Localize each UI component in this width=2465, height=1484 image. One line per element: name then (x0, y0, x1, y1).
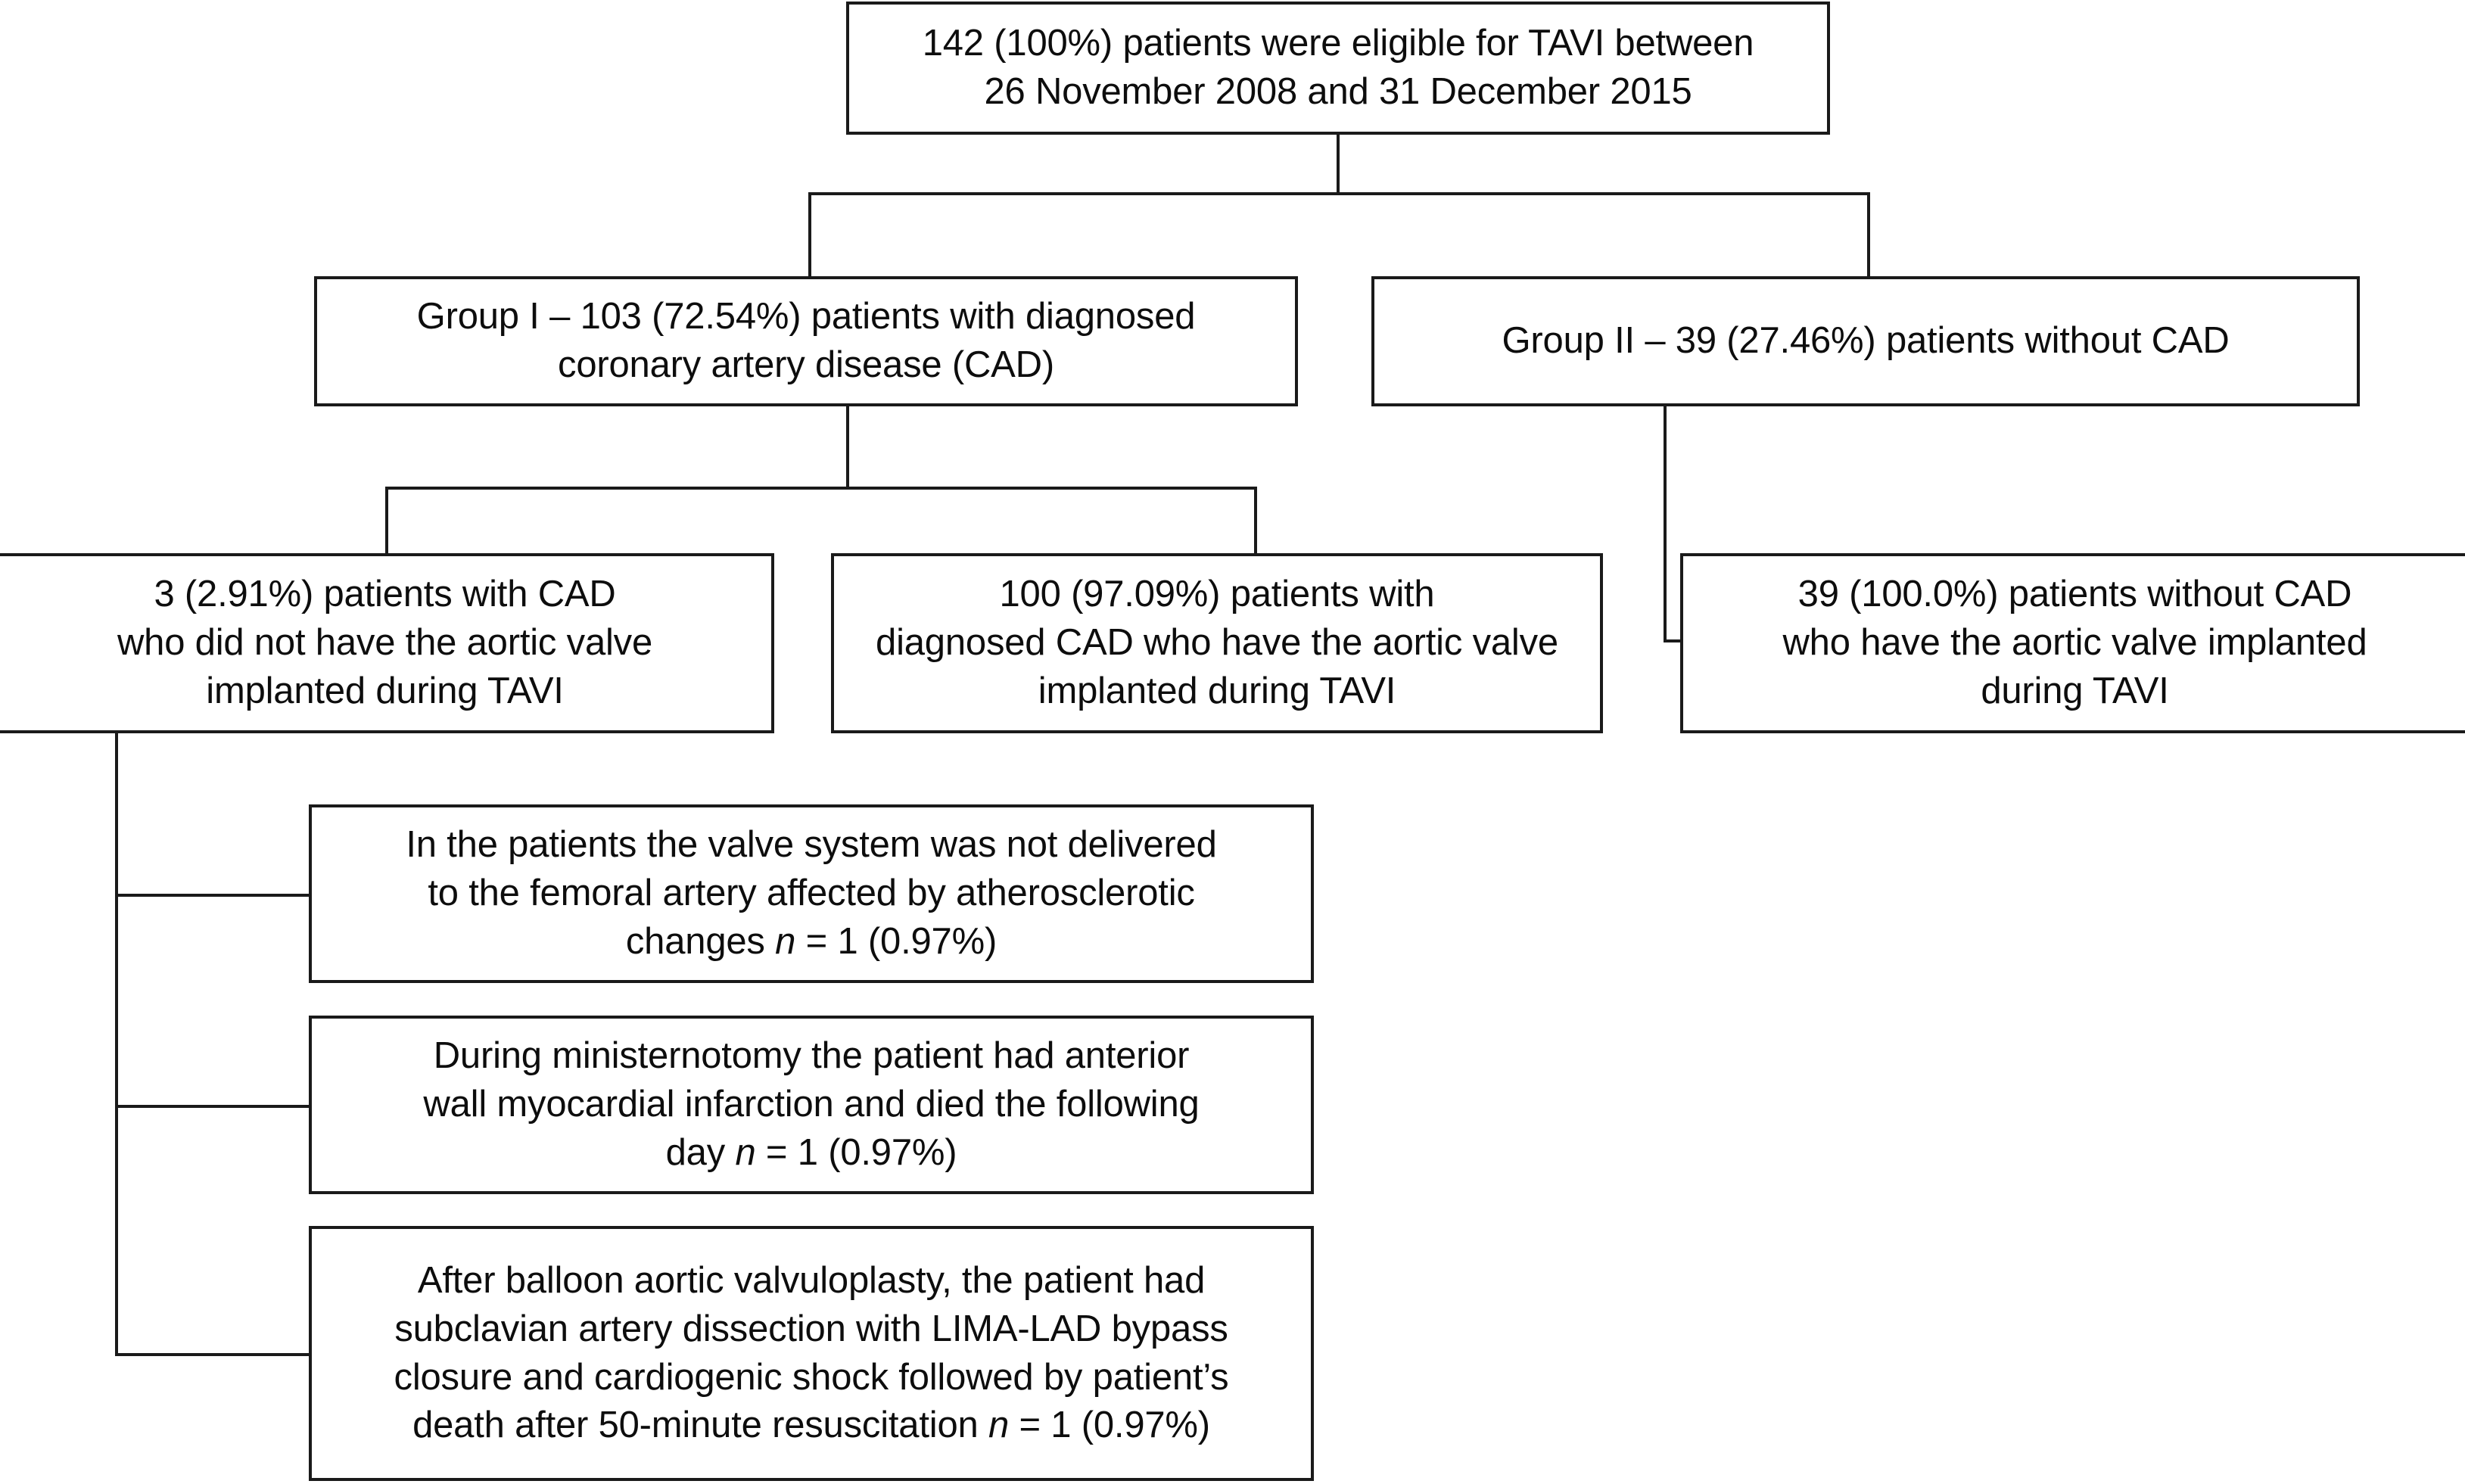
node-detail-balloon-valvuloplasty-dissection-label: After balloon aortic valvuloplasty, the … (394, 1260, 1229, 1446)
node-eligible-patients[interactable]: 142 (100%) patients were eligible for TA… (846, 2, 1830, 135)
connector-detail-spine (115, 730, 118, 1356)
connector-detail-stub-3 (115, 1353, 310, 1356)
connector-group-one-stem (846, 405, 849, 488)
connector-detail-stub-1 (115, 894, 310, 897)
connector-root-distributor (808, 192, 1870, 195)
connector-group-two-elbow (1664, 639, 1683, 642)
node-detail-valve-not-delivered-label: In the patients the valve system was not… (406, 824, 1217, 962)
connector-detail-stub-2 (115, 1105, 310, 1108)
node-eligible-patients-label: 142 (100%) patients were eligible for TA… (922, 23, 1754, 112)
node-group-one[interactable]: Group I – 103 (72.54%) patients with dia… (314, 276, 1298, 406)
connector-to-cad-valve (1254, 487, 1257, 555)
node-detail-balloon-valvuloplasty-dissection[interactable]: After balloon aortic valvuloplasty, the … (309, 1226, 1314, 1481)
node-detail-valve-not-delivered[interactable]: In the patients the valve system was not… (309, 804, 1314, 983)
connector-to-group-one (808, 192, 811, 278)
connector-root-stem (1337, 133, 1340, 195)
node-detail-ministernotomy-infarction-label: During ministernotomy the patient had an… (423, 1035, 1200, 1173)
connector-group-two-stem (1664, 405, 1667, 642)
node-group-one-label: Group I – 103 (72.54%) patients with dia… (416, 296, 1196, 385)
connector-group-one-distributor (385, 487, 1257, 490)
node-group-two[interactable]: Group II – 39 (27.46%) patients without … (1371, 276, 2360, 406)
node-detail-ministernotomy-infarction[interactable]: During ministernotomy the patient had an… (309, 1016, 1314, 1194)
connector-to-cad-no-valve (385, 487, 388, 555)
connector-to-group-two (1867, 192, 1870, 278)
node-group-two-label: Group II – 39 (27.46%) patients without … (1502, 320, 2230, 362)
